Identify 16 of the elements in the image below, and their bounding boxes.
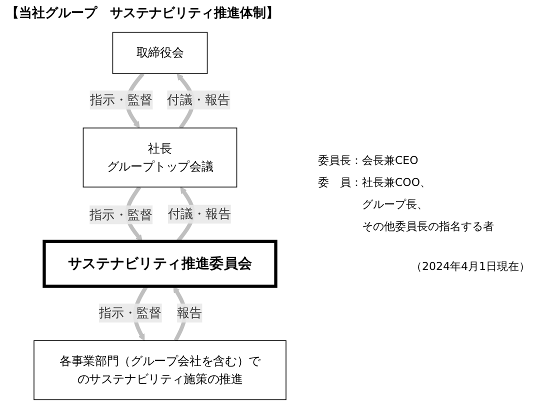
note-text: グループ長、 <box>361 197 428 213</box>
note-text: その他委員長の指名する者 <box>361 219 494 235</box>
edge-label: 指示・監督 <box>98 305 162 320</box>
title: 【当社グループ サステナビリティ推進体制】 <box>6 4 279 22</box>
note-text: 委員長：会長兼CEO <box>318 153 418 169</box>
edge-label: 指示・監督 <box>90 92 153 108</box>
edge-label: 指示・監督 <box>90 206 153 222</box>
edge-label: 付議・報告 <box>168 206 231 222</box>
node-box: 各事業部門（グループ会社を含む）でのサステナビリティ施策の推進 <box>34 340 286 400</box>
edge-label: 付議・報告 <box>167 92 230 108</box>
node-box: 社長 グループトップ会議 <box>82 128 238 188</box>
node-box: サステナビリティ推進委員会 <box>42 240 278 288</box>
note-text: 委 員：社長兼COO、 <box>318 175 431 191</box>
edge-label: 報告 <box>177 305 202 320</box>
note-text: （2024年4月1日現在） <box>411 259 530 275</box>
node-box: 取締役会 <box>112 32 208 74</box>
